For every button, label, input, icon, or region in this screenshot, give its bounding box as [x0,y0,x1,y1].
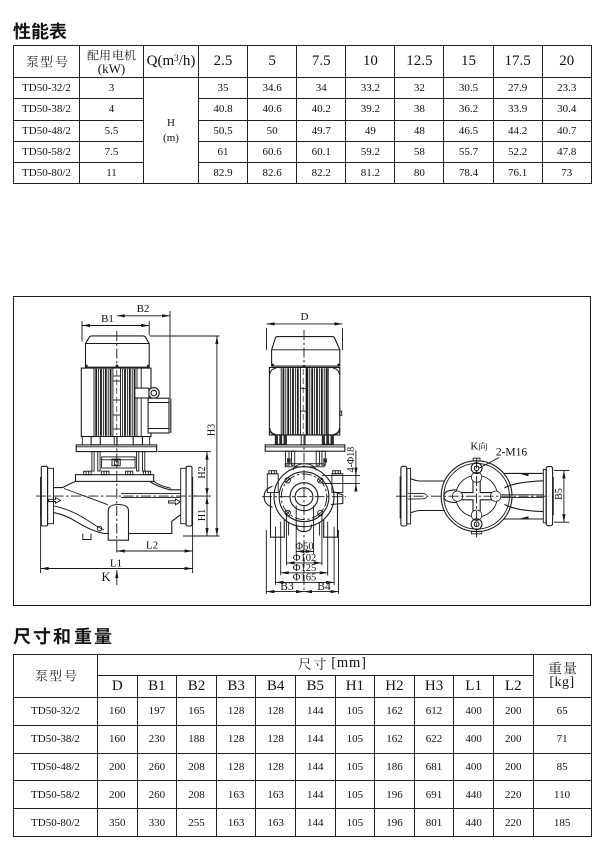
svg-text:L2: L2 [146,540,158,552]
svg-text:2-M16: 2-M16 [496,446,528,458]
svg-text:H3: H3 [207,424,218,436]
svg-text:D: D [301,311,309,323]
svg-text:B4: B4 [317,581,331,593]
svg-text:B2: B2 [137,303,150,315]
svg-text:L1: L1 [110,558,122,570]
svg-text:H2: H2 [197,466,208,478]
svg-text:B5: B5 [554,488,565,500]
svg-text:B1: B1 [101,313,114,325]
svg-text:K: K [101,570,110,584]
svg-text:B3: B3 [280,581,294,593]
svg-text:H1: H1 [197,509,208,521]
svg-text:4-Φ18: 4-Φ18 [346,447,357,473]
svg-text:Φ165: Φ165 [293,573,316,584]
svg-text:K: K [470,440,478,452]
svg-text:Φ102: Φ102 [293,553,316,564]
svg-text:Φ125: Φ125 [293,563,316,574]
svg-text:Φ50: Φ50 [295,542,313,553]
